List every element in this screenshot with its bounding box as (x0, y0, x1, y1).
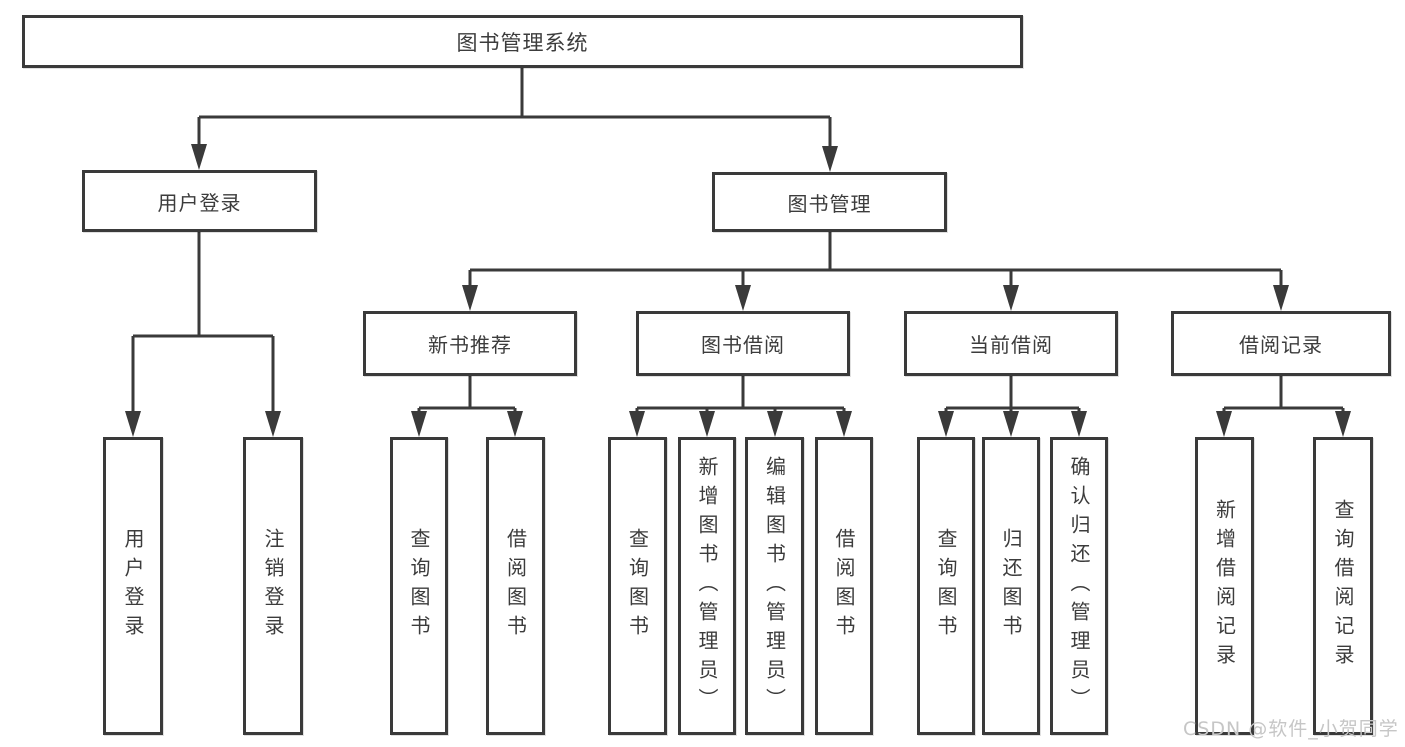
leaf-query-books-recommend: 查询图书 (390, 437, 448, 735)
node-label: 查询借阅记录 (1331, 499, 1355, 673)
node-label: 图书管理系统 (456, 30, 589, 55)
leaf-query-books-current: 查询图书 (917, 437, 975, 735)
node-user-login: 用户登录 (82, 170, 317, 232)
node-borrowing-records: 借阅记录 (1171, 311, 1391, 376)
node-label: 查询图书 (625, 528, 650, 644)
node-label: 归还图书 (999, 528, 1023, 644)
node-label: 确认归还（管理员） (1067, 455, 1091, 717)
node-library-management-system: 图书管理系统 (22, 15, 1023, 68)
node-label: 查询图书 (407, 528, 431, 644)
leaf-add-borrow-record: 新增借阅记录 (1195, 437, 1254, 735)
node-new-book-recommend: 新书推荐 (363, 311, 577, 376)
watermark: CSDN @软件_小贺同学 (1183, 718, 1399, 740)
leaf-query-books-borrowing: 查询图书 (608, 437, 667, 735)
node-label: 用户登录 (121, 528, 145, 644)
node-label: 用户登录 (157, 190, 242, 215)
node-label: 新增图书（管理员） (695, 455, 719, 717)
leaf-add-books-admin: 新增图书（管理员） (678, 437, 736, 735)
leaf-confirm-return-admin: 确认归还（管理员） (1050, 437, 1108, 735)
node-label: 新书推荐 (428, 333, 512, 357)
node-label: 注销登录 (261, 528, 285, 644)
leaf-return-books: 归还图书 (982, 437, 1040, 735)
leaf-logout: 注销登录 (243, 437, 303, 735)
node-label: 编辑图书（管理员） (762, 455, 787, 717)
leaf-user-login: 用户登录 (103, 437, 163, 735)
node-label: 图书管理 (787, 191, 872, 216)
node-label: 借阅图书 (503, 528, 528, 644)
node-book-borrowing: 图书借阅 (636, 311, 850, 376)
node-label: 图书借阅 (701, 333, 785, 357)
node-label: 新增借阅记录 (1212, 499, 1237, 673)
node-label: 查询图书 (934, 528, 958, 644)
leaf-borrow-books: 借阅图书 (815, 437, 873, 735)
arrowhead-icons (125, 144, 1351, 437)
leaf-borrow-books-recommend: 借阅图书 (486, 437, 545, 735)
node-label: 借阅图书 (832, 528, 856, 644)
leaf-query-borrow-record: 查询借阅记录 (1313, 437, 1373, 735)
node-label: 当前借阅 (969, 333, 1053, 357)
node-book-management: 图书管理 (712, 172, 947, 232)
node-label: 借阅记录 (1239, 333, 1323, 357)
leaf-edit-books-admin: 编辑图书（管理员） (745, 437, 804, 735)
node-current-borrowing: 当前借阅 (904, 311, 1118, 376)
